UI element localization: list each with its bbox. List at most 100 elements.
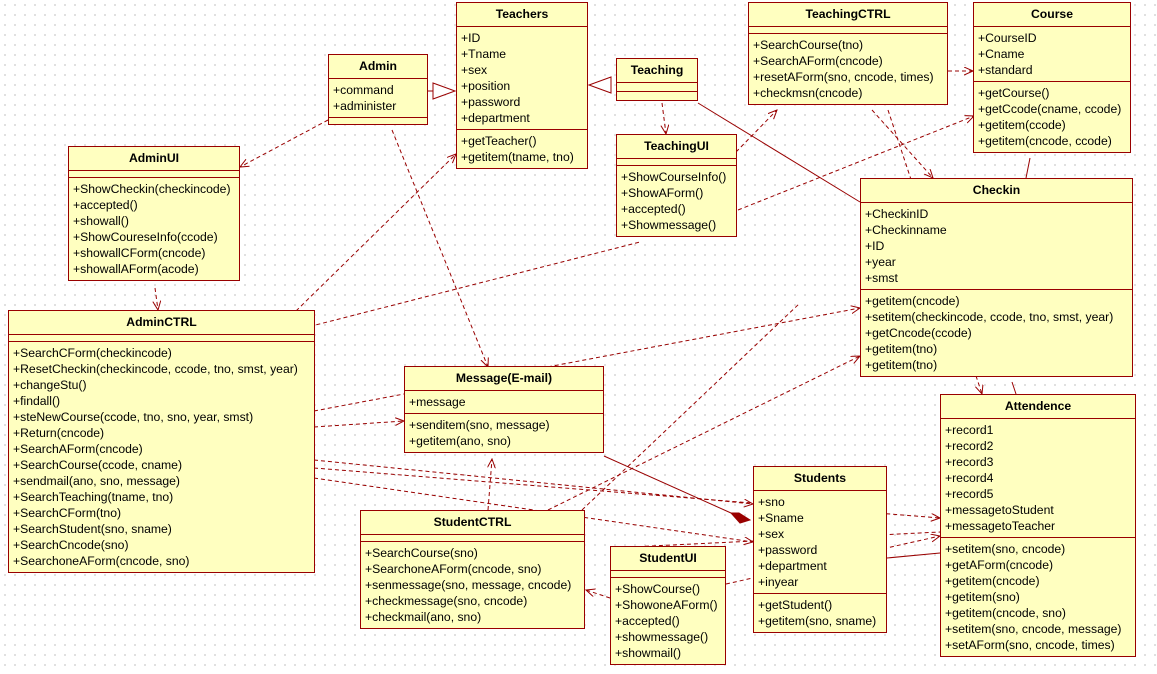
method: +getitem(ccode) — [978, 118, 1066, 132]
methods: +ShowCourseInfo() +ShowAForm() +accepted… — [617, 165, 736, 236]
method: +changeStu() — [13, 378, 87, 392]
attribute: +messagetoTeacher — [945, 519, 1056, 533]
method: +sendmail(ano, sno, message) — [13, 474, 180, 488]
class-admin[interactable]: Admin +command +administer — [328, 54, 428, 125]
attribute: +record4 — [945, 471, 994, 485]
attribute: +standard — [978, 63, 1033, 77]
method: +SearchCourse(ccode, cname) — [13, 458, 183, 472]
attribute: +command — [333, 83, 394, 97]
methods: +SearchCourse(tno) +SearchAForm(cncode) … — [749, 33, 947, 104]
attributes: +sno +Sname +sex +password +department +… — [754, 491, 886, 593]
method: +findall() — [13, 394, 61, 408]
method: +SearchoneAForm(cncode, sno) — [365, 562, 542, 576]
class-name: Teachers — [457, 3, 587, 27]
dependency-studentctrl-studentui — [586, 590, 611, 599]
association-teaching-checkin — [697, 102, 861, 203]
method: +getCncode(ccode) — [865, 326, 972, 340]
method: +showall() — [73, 214, 129, 228]
methods: +getStudent() +getitem(sno, sname) — [754, 593, 886, 632]
class-teaching[interactable]: Teaching — [616, 58, 698, 101]
class-name: AdminUI — [69, 147, 239, 171]
class-name: Checkin — [861, 179, 1132, 203]
class-teaching-ctrl[interactable]: TeachingCTRL +SearchCourse(tno) +SearchA… — [748, 2, 948, 105]
generalization-arrowhead — [432, 82, 457, 100]
method: +setitem(checkincode, ccode, tno, smst, … — [865, 310, 1114, 324]
class-admin-ui[interactable]: AdminUI +ShowCheckin(checkincode) +accep… — [68, 146, 240, 281]
method: +ShowCourseInfo() — [621, 170, 727, 184]
class-teaching-ui[interactable]: TeachingUI +ShowCourseInfo() +ShowAForm(… — [616, 134, 737, 237]
association-students-attendence — [886, 552, 941, 559]
class-name: TeachingUI — [617, 135, 736, 159]
class-admin-ctrl[interactable]: AdminCTRL +SearchCForm(checkincode) +Res… — [8, 310, 315, 573]
class-name: Course — [974, 3, 1130, 27]
attribute: +Sname — [758, 511, 804, 525]
class-student-ctrl[interactable]: StudentCTRL +SearchCourse(sno) +Searchon… — [360, 510, 585, 629]
method: +ResetCheckin(checkincode, ccode, tno, s… — [13, 362, 298, 376]
dependency-teachingui-course — [737, 116, 974, 211]
method: +getTeacher() — [461, 134, 537, 148]
class-name: AdminCTRL — [9, 311, 314, 335]
methods — [329, 117, 427, 124]
composition-diamond — [729, 512, 752, 524]
dependency-teaching-teachingui — [662, 102, 666, 134]
attribute: +sex — [461, 63, 488, 77]
class-name: Teaching — [617, 59, 697, 83]
attributes: +message — [405, 391, 603, 413]
method: +getAForm(cncode) — [945, 558, 1054, 572]
method: +setAForm(sno, cncode, times) — [945, 638, 1115, 652]
class-students[interactable]: Students +sno +Sname +sex +password +dep… — [753, 466, 887, 633]
method: +ShowoneAForm() — [615, 598, 718, 612]
attribute: +department — [758, 559, 827, 573]
class-name: Admin — [329, 55, 427, 79]
attribute: +password — [461, 95, 521, 109]
dependency-adminctrl-teachers — [295, 154, 456, 312]
class-message[interactable]: Message(E-mail) +message +senditem(sno, … — [404, 366, 604, 453]
method: +showallAForm(acode) — [73, 262, 199, 276]
attribute: +record2 — [945, 439, 994, 453]
attribute: +message — [409, 395, 466, 409]
method: +checkmessage(sno, cncode) — [365, 594, 528, 608]
methods: +SearchCourse(sno) +SearchoneAForm(cncod… — [361, 541, 584, 628]
dependency-teachingctrl-checkin — [871, 109, 933, 178]
methods: +setitem(sno, cncode) +getAForm(cncode) … — [941, 537, 1135, 656]
attribute: +CourseID — [978, 31, 1037, 45]
method: +checkmail(ano, sno) — [365, 610, 482, 624]
attribute: +sno — [758, 495, 785, 509]
attributes: +record1 +record2 +record3 +record4 +rec… — [941, 419, 1135, 537]
generalization-arrowhead — [587, 76, 612, 94]
method: +Return(cncode) — [13, 426, 105, 440]
association-course-checkin — [1025, 157, 1031, 179]
method: +showmessage() — [615, 630, 709, 644]
attribute: +department — [461, 111, 530, 125]
method: +showallCForm(cncode) — [73, 246, 206, 260]
method: +SearchCForm(checkincode) — [13, 346, 172, 360]
attribute: +position — [461, 79, 511, 93]
dependency-adminctrl-students — [313, 459, 753, 504]
attribute: +record1 — [945, 423, 994, 437]
attribute: +ID — [865, 239, 885, 253]
method: +SearchCourse(tno) — [753, 38, 864, 52]
method: +SearchoneAForm(cncode, sno) — [13, 554, 190, 568]
dependency-studentctrl-teachingctrl — [547, 356, 860, 511]
class-name: StudentUI — [611, 547, 725, 571]
method: +ShowCoureseInfo(ccode) — [73, 230, 218, 244]
method: +getitem(sno, sname) — [758, 614, 877, 628]
class-name: Message(E-mail) — [405, 367, 603, 391]
class-teachers[interactable]: Teachers +ID +Tname +sex +position +pass… — [456, 2, 588, 169]
class-name: StudentCTRL — [361, 511, 584, 535]
class-attendence[interactable]: Attendence +record1 +record2 +record3 +r… — [940, 394, 1136, 657]
attribute: +CheckinID — [865, 207, 929, 221]
class-name: Students — [754, 467, 886, 491]
method: +ShowCheckin(checkincode) — [73, 182, 231, 196]
class-course[interactable]: Course +CourseID +Cname +standard +getCo… — [973, 2, 1131, 153]
attribute: +administer — [333, 99, 397, 113]
class-student-ui[interactable]: StudentUI +ShowCourse() +ShowoneAForm() … — [610, 546, 726, 665]
attribute: +Tname — [461, 47, 507, 61]
class-checkin[interactable]: Checkin +CheckinID +Checkinname +ID +yea… — [860, 178, 1133, 377]
dependency-adminctrl-message — [313, 421, 404, 428]
method: +getitem(tno) — [865, 358, 938, 372]
methods: +SearchCForm(checkincode) +ResetCheckin(… — [9, 341, 314, 572]
methods: +getitem(cncode) +setitem(checkincode, c… — [861, 289, 1132, 376]
method: +checkmsn(cncode) — [753, 86, 863, 100]
